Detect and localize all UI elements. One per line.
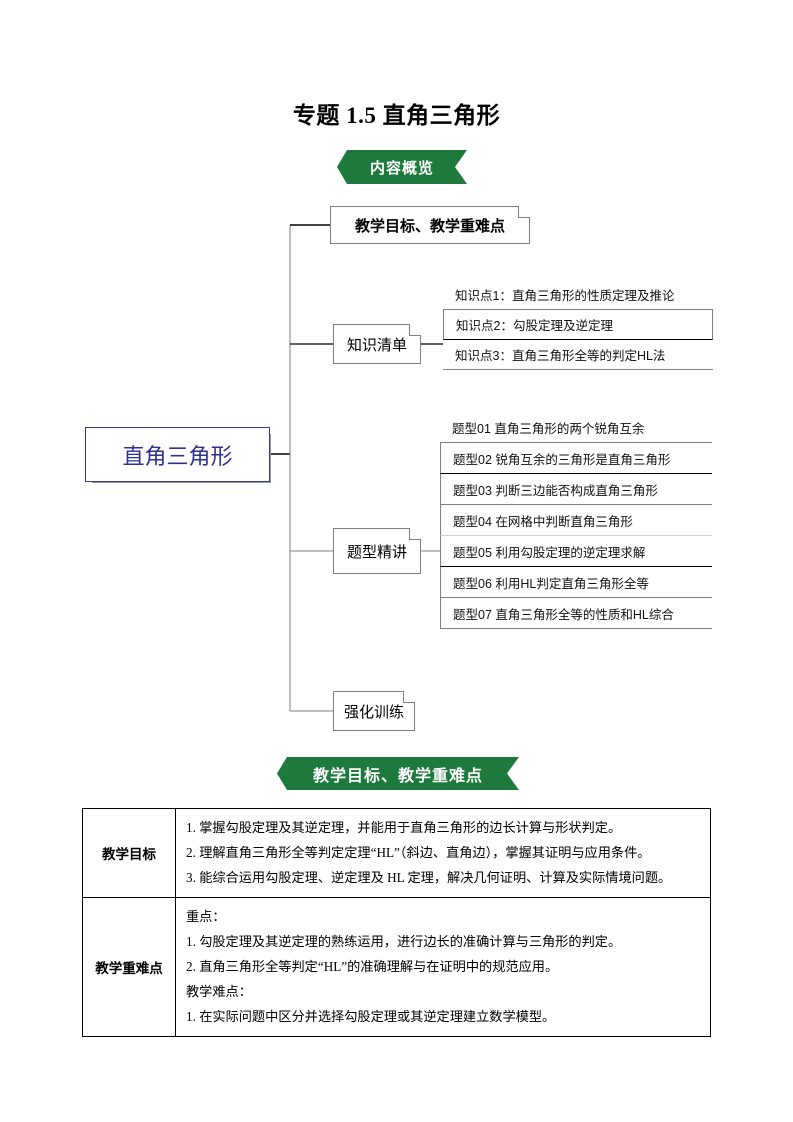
page-title: 专题 1.5 直角三角形 bbox=[292, 103, 501, 128]
table-cell-line: 重点： bbox=[186, 909, 226, 924]
problem-type-item[interactable]: 题型06 利用HL判定直角三角形全等 bbox=[440, 567, 712, 598]
problem-type-label: 题型01 直角三角形的两个锐角互余 bbox=[452, 421, 645, 436]
table-cell-line: 1. 掌握勾股定理及其逆定理，并能用于直角三角形的边长计算与形状判定。 bbox=[186, 820, 622, 835]
table-row-header: 教学目标 bbox=[82, 808, 176, 898]
mindmap-root-node[interactable]: 直角三角形 bbox=[85, 427, 275, 487]
knowledge-point-item[interactable]: 知识点1：直角三角形的性质定理及推论 bbox=[443, 280, 713, 310]
mindmap-root-label: 直角三角形 bbox=[122, 443, 233, 469]
problem-type-list: 题型01 直角三角形的两个锐角互余 题型02 锐角互余的三角形是直角三角形 题型… bbox=[440, 412, 712, 629]
table-row: 教学重难点 重点： 1. 勾股定理及其逆定理的熟练运用，进行边长的准确计算与三角… bbox=[82, 897, 711, 1037]
table-cell-line: 2. 理解直角三角形全等判定定理“HL”（斜边、直角边），掌握其证明与应用条件。 bbox=[186, 845, 651, 860]
problem-type-label: 题型04 在网格中判断直角三角形 bbox=[453, 514, 633, 529]
objectives-banner: 教学目标、教学重难点 bbox=[277, 757, 519, 790]
mindmap-branch-label: 知识清单 bbox=[346, 336, 407, 354]
knowledge-point-list: 知识点1：直角三角形的性质定理及推论 知识点2：勾股定理及逆定理 知识点3：直角… bbox=[443, 280, 713, 370]
mindmap-branch-teaching-objectives[interactable]: 教学目标、教学重难点 bbox=[330, 206, 530, 244]
table-row: 教学目标 1. 掌握勾股定理及其逆定理，并能用于直角三角形的边长计算与形状判定。… bbox=[82, 808, 711, 898]
table-cell-line: 1. 勾股定理及其逆定理的熟练运用，进行边长的准确计算与三角形的判定。 bbox=[186, 934, 622, 949]
problem-type-item[interactable]: 题型07 直角三角形全等的性质和HL综合 bbox=[440, 598, 712, 629]
problem-type-item[interactable]: 题型02 锐角互余的三角形是直角三角形 bbox=[440, 443, 712, 474]
table-row-body: 1. 掌握勾股定理及其逆定理，并能用于直角三角形的边长计算与形状判定。 2. 理… bbox=[175, 808, 711, 898]
problem-type-item[interactable]: 题型04 在网格中判断直角三角形 bbox=[440, 505, 712, 536]
overview-banner-label: 内容概览 bbox=[369, 159, 434, 177]
mindmap-branch-problem-types[interactable]: 题型精讲 bbox=[333, 528, 421, 574]
table-cell-line: 3. 能综合运用勾股定理、逆定理及 HL 定理，解决几何证明、计算及实际情境问题… bbox=[186, 870, 672, 885]
problem-type-item[interactable]: 题型05 利用勾股定理的逆定理求解 bbox=[440, 536, 712, 567]
problem-type-label: 题型07 直角三角形全等的性质和HL综合 bbox=[453, 607, 674, 622]
overview-banner: 内容概览 bbox=[337, 150, 467, 184]
mindmap-branch-label: 教学目标、教学重难点 bbox=[354, 217, 505, 235]
mindmap-branch-knowledge-list[interactable]: 知识清单 bbox=[333, 324, 421, 364]
knowledge-point-label: 知识点2：勾股定理及逆定理 bbox=[456, 319, 613, 333]
problem-type-label: 题型02 锐角互余的三角形是直角三角形 bbox=[453, 452, 671, 467]
knowledge-point-label: 知识点3：直角三角形全等的判定HL法 bbox=[455, 349, 666, 363]
problem-type-item[interactable]: 题型01 直角三角形的两个锐角互余 bbox=[440, 412, 712, 443]
objectives-table: 教学目标 1. 掌握勾股定理及其逆定理，并能用于直角三角形的边长计算与形状判定。… bbox=[82, 808, 711, 1037]
knowledge-point-item[interactable]: 知识点2：勾股定理及逆定理 bbox=[443, 310, 713, 340]
knowledge-point-item[interactable]: 知识点3：直角三角形全等的判定HL法 bbox=[443, 340, 713, 370]
mindmap-branch-label: 强化训练 bbox=[343, 703, 404, 721]
table-cell-line: 2. 直角三角形全等判定“HL”的准确理解与在证明中的规范应用。 bbox=[186, 959, 559, 974]
problem-type-item[interactable]: 题型03 判断三边能否构成直角三角形 bbox=[440, 474, 712, 505]
mindmap-connectors bbox=[270, 224, 443, 712]
problem-type-label: 题型06 利用HL判定直角三角形全等 bbox=[453, 576, 649, 591]
objectives-banner-label: 教学目标、教学重难点 bbox=[312, 767, 483, 785]
mindmap-branch-label: 题型精讲 bbox=[346, 543, 407, 561]
mindmap: 直角三角形 教学目标、教学重难点 知识清单 题型精讲 强化训练 知识点1：直角三… bbox=[0, 190, 793, 750]
knowledge-point-label: 知识点1：直角三角形的性质定理及推论 bbox=[455, 289, 675, 303]
table-cell-line: 1. 在实际问题中区分并选择勾股定理或其逆定理建立数学模型。 bbox=[186, 1009, 556, 1024]
mindmap-branch-intensive-training[interactable]: 强化训练 bbox=[333, 691, 415, 731]
problem-type-label: 题型05 利用勾股定理的逆定理求解 bbox=[453, 545, 646, 560]
table-row-header: 教学重难点 bbox=[82, 897, 176, 1037]
table-cell-line: 教学难点： bbox=[186, 984, 252, 999]
table-row-body: 重点： 1. 勾股定理及其逆定理的熟练运用，进行边长的准确计算与三角形的判定。 … bbox=[175, 897, 711, 1037]
problem-type-label: 题型03 判断三边能否构成直角三角形 bbox=[453, 483, 658, 498]
